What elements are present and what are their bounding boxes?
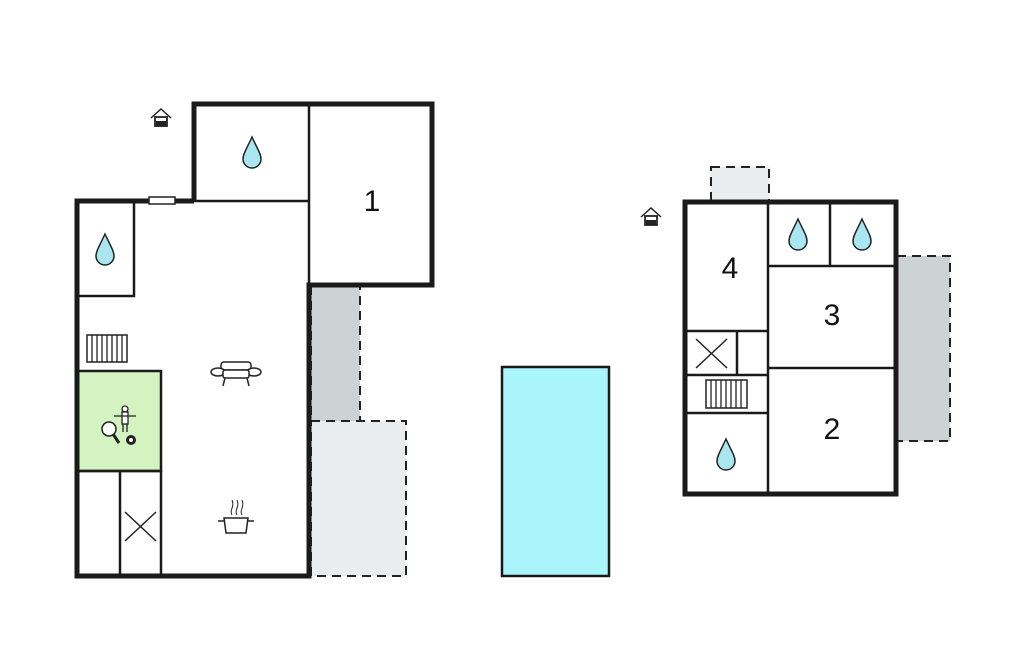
terrace-front xyxy=(310,420,407,577)
water-drop-icon xyxy=(242,135,262,169)
room-number-1: 1 xyxy=(364,185,381,218)
water-drop-icon xyxy=(95,232,115,266)
water-drop-icon xyxy=(788,217,808,251)
activity-room xyxy=(76,369,163,473)
table-tennis-foosball-billiard-icon xyxy=(101,405,136,445)
cooking-pot-icon xyxy=(218,499,254,534)
entrance-icon xyxy=(150,107,172,127)
terrace-right xyxy=(896,255,951,442)
cross-box-icon xyxy=(695,338,728,369)
room-number-3: 3 xyxy=(824,299,841,332)
cross-box-icon xyxy=(124,511,157,542)
guest-house-walls xyxy=(682,199,899,497)
water-drop-icon xyxy=(852,217,872,251)
water-drop-icon xyxy=(716,437,736,471)
sofa-icon xyxy=(210,361,262,387)
wall xyxy=(78,201,136,298)
room-number-4: 4 xyxy=(722,252,739,285)
sauna-heater-icon xyxy=(705,379,748,409)
terrace-side xyxy=(310,284,361,422)
pool xyxy=(500,365,611,578)
window xyxy=(148,196,176,205)
entrance-icon xyxy=(640,206,662,226)
terrace-top xyxy=(710,166,770,202)
room-number-2: 2 xyxy=(824,413,841,446)
sauna-heater-icon xyxy=(86,334,128,363)
